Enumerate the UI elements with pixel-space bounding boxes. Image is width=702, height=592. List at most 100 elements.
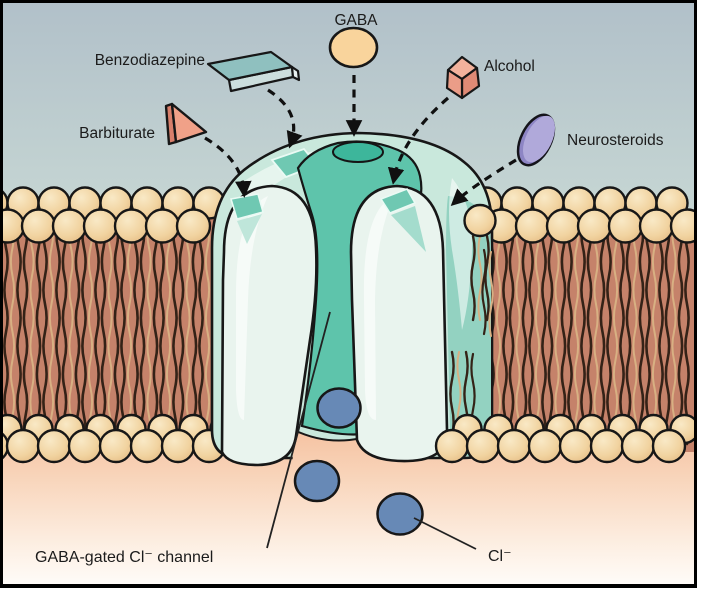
lipid-tail — [651, 219, 658, 445]
bar-top-face — [206, 50, 294, 82]
channel-label: GABA-gated Cl⁻ channel — [35, 549, 213, 566]
lipid-head — [113, 208, 150, 244]
lipid-tail — [107, 219, 113, 445]
chloride-pointer-line — [413, 517, 477, 550]
lipid-head — [2, 208, 26, 244]
frame-right — [694, 0, 697, 587]
benzodiazepine-arrow — [267, 88, 303, 149]
lipid-tail — [81, 218, 87, 446]
lipid-head — [51, 208, 88, 244]
binding-arrows — [204, 75, 517, 206]
lipid-tail — [645, 218, 651, 446]
lipid-heads-top — [469, 186, 694, 244]
lipid-tail — [567, 218, 573, 446]
lipid-tail — [541, 218, 547, 446]
lipid-tail — [159, 218, 165, 446]
barbiturate-molecule — [164, 102, 208, 146]
lipid-tails — [3, 218, 211, 446]
subunit-highlight — [235, 196, 268, 420]
lipid-tail — [619, 218, 625, 446]
chloride-channel — [210, 131, 494, 472]
chloride-label: Cl⁻ — [488, 548, 512, 565]
chloride-ion — [316, 387, 362, 429]
lipid-tail — [172, 218, 178, 446]
lipid-tail — [632, 219, 638, 445]
lipid-head — [98, 428, 134, 464]
neurosteroids-label: Neurosteroids — [567, 132, 664, 149]
lipid-tail — [68, 219, 74, 445]
lipid-tail — [146, 219, 152, 445]
lipid-tail — [606, 218, 612, 446]
lipid-tail — [42, 218, 48, 446]
lipid-tail — [204, 219, 211, 445]
lipid-tail — [178, 218, 185, 446]
lipid-tail — [55, 218, 61, 446]
alcohol-binding-site — [379, 188, 417, 214]
gaba-circle — [328, 26, 379, 69]
lipid-head — [558, 428, 594, 464]
lipid-tail — [515, 219, 521, 445]
lipid-tail — [638, 218, 645, 446]
lipid-tail — [16, 218, 22, 446]
lipid-tail — [198, 218, 204, 446]
lipid-tail — [625, 218, 632, 446]
lipid-head — [638, 208, 675, 244]
lipid-tail — [3, 218, 9, 446]
barbiturate-label: Barbiturate — [79, 125, 155, 142]
barbiturate-arrow — [204, 136, 252, 198]
lipid-head — [5, 428, 41, 464]
chloride-ion — [293, 459, 341, 503]
lipid-tail — [612, 219, 619, 445]
disc-face — [522, 115, 556, 163]
lipid-tail — [29, 219, 35, 445]
lipid-head — [669, 208, 694, 244]
lipid-tail — [470, 234, 476, 322]
gaba-label: GABA — [334, 12, 378, 29]
lipid-head — [67, 428, 103, 464]
lipid-tail — [449, 350, 455, 438]
lipid-head — [620, 428, 656, 464]
channel-pointer-line — [266, 311, 331, 549]
lipid-head — [589, 428, 625, 464]
lipid-tail — [35, 218, 42, 446]
lipid-tail — [684, 218, 690, 446]
lipid-tail — [152, 218, 159, 446]
lipid-tail — [126, 219, 133, 445]
lipid-tail — [61, 218, 68, 446]
lipid-head — [20, 208, 57, 244]
chloride-ion — [376, 492, 424, 536]
lipid-tail — [87, 219, 94, 445]
lipid-tail — [599, 218, 606, 446]
lipid-tail — [593, 219, 599, 445]
lipid-tail — [9, 219, 16, 445]
lipid-head — [129, 428, 165, 464]
lipid-head — [545, 208, 582, 244]
frame-bottom-margin — [0, 588, 702, 592]
lipid-head — [576, 208, 613, 244]
benzodiazepine-label: Benzodiazepine — [95, 52, 205, 69]
neurosteroid-molecule — [516, 113, 556, 167]
neurosteroid-arrow — [450, 158, 517, 206]
lipid-heads-bottom — [2, 413, 240, 464]
chloride-ions — [293, 387, 424, 536]
lipid-tail — [586, 218, 593, 446]
lipid-head — [82, 208, 119, 244]
membrane-right — [469, 186, 694, 452]
lipid-tail — [484, 234, 490, 322]
lipid-tail — [185, 219, 191, 445]
lipid-tail — [48, 219, 55, 445]
lipid-head — [527, 428, 563, 464]
lipid-tail — [74, 218, 81, 446]
lipid-head — [434, 428, 470, 464]
lipid-tail — [502, 218, 508, 446]
lipid-head — [496, 428, 532, 464]
gaba-molecule — [328, 26, 379, 69]
lipid-tail — [671, 219, 677, 445]
lipid-tail — [113, 218, 120, 446]
lipid-head — [463, 203, 497, 238]
lipid-head — [607, 208, 644, 244]
lipid-head — [651, 428, 687, 464]
pore-opening-top — [332, 141, 384, 163]
